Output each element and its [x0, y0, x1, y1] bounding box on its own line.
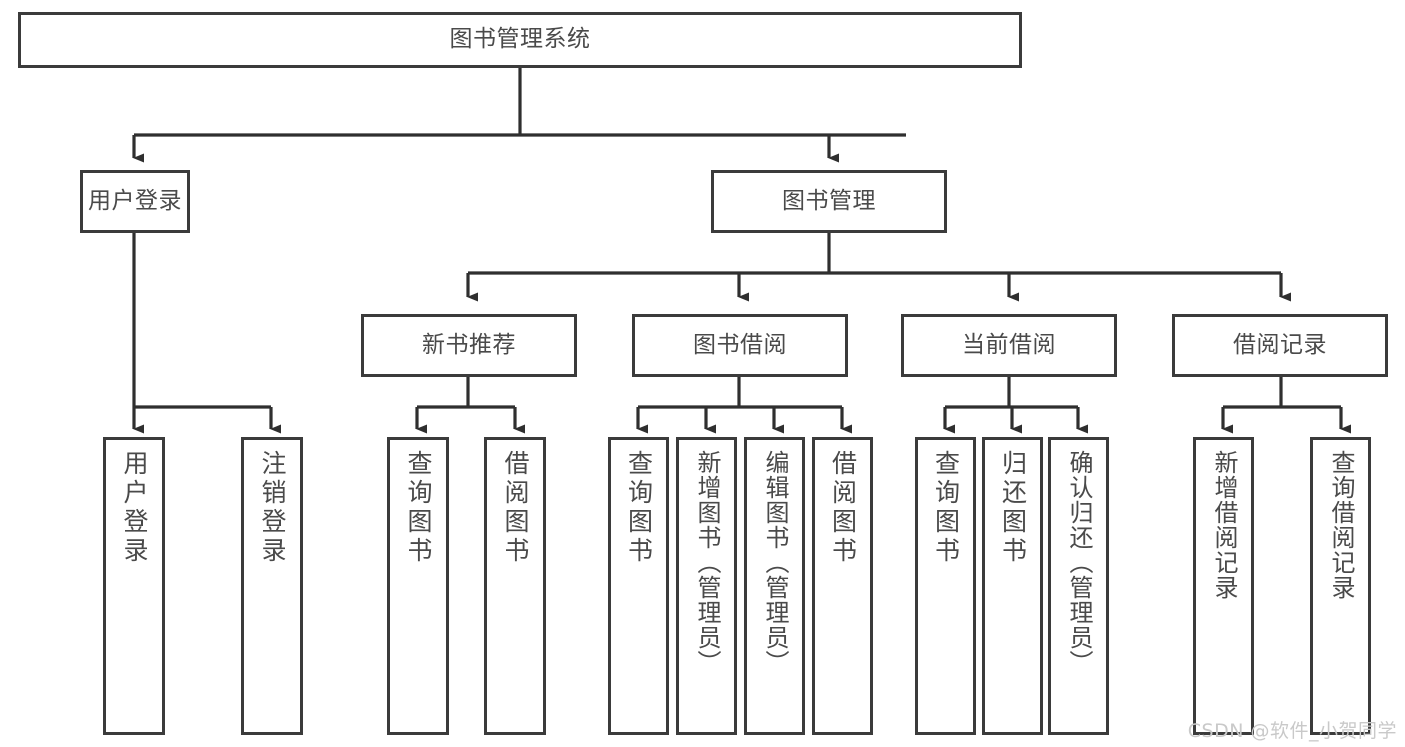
node-leaf-user-login[interactable]: 用户登录 — [103, 437, 165, 735]
node-borrow-record[interactable]: 借阅记录 — [1172, 314, 1388, 377]
node-leaf-query-book-3-label: 查询图书 — [931, 450, 961, 566]
node-leaf-query-book-3[interactable]: 查询图书 — [915, 437, 976, 735]
node-leaf-edit-book-label: 编辑图书（管理员） — [760, 450, 789, 675]
node-leaf-return-book-label: 归还图书 — [998, 450, 1028, 566]
node-leaf-query-book-2-label: 查询图书 — [624, 450, 654, 566]
node-leaf-query-record-label: 查询借阅记录 — [1326, 450, 1355, 600]
node-leaf-confirm-return-label: 确认归还（管理员） — [1064, 450, 1093, 675]
csdn-watermark: CSDN @软件_小贺同学 — [1187, 720, 1397, 742]
node-leaf-borrow-book-2-label: 借阅图书 — [828, 450, 858, 566]
node-leaf-query-book-2[interactable]: 查询图书 — [608, 437, 669, 735]
node-leaf-logout-label: 注销登录 — [258, 450, 287, 566]
node-leaf-borrow-book-1-label: 借阅图书 — [501, 450, 530, 566]
node-leaf-confirm-return[interactable]: 确认归还（管理员） — [1048, 437, 1109, 735]
node-user-login-label: 用户登录 — [88, 187, 182, 214]
node-leaf-query-record[interactable]: 查询借阅记录 — [1310, 437, 1371, 735]
node-leaf-query-book-1-label: 查询图书 — [404, 450, 433, 566]
node-leaf-add-book[interactable]: 新增图书（管理员） — [676, 437, 737, 735]
node-leaf-add-book-label: 新增图书（管理员） — [692, 450, 721, 675]
node-user-login[interactable]: 用户登录 — [80, 170, 190, 233]
node-new-book-rec-label: 新书推荐 — [422, 331, 516, 358]
node-leaf-add-record[interactable]: 新增借阅记录 — [1193, 437, 1254, 735]
node-book-manage[interactable]: 图书管理 — [711, 170, 947, 233]
node-book-borrow[interactable]: 图书借阅 — [632, 314, 848, 377]
node-leaf-edit-book[interactable]: 编辑图书（管理员） — [744, 437, 805, 735]
node-new-book-rec[interactable]: 新书推荐 — [361, 314, 577, 377]
node-leaf-add-record-label: 新增借阅记录 — [1209, 450, 1238, 600]
node-root[interactable]: 图书管理系统 — [18, 12, 1022, 68]
node-book-manage-label: 图书管理 — [782, 187, 876, 214]
node-borrow-record-label: 借阅记录 — [1233, 331, 1327, 358]
node-leaf-return-book[interactable]: 归还图书 — [982, 437, 1043, 735]
node-leaf-borrow-book-2[interactable]: 借阅图书 — [812, 437, 873, 735]
node-root-label: 图书管理系统 — [449, 26, 591, 53]
node-leaf-logout[interactable]: 注销登录 — [241, 437, 303, 735]
node-book-borrow-label: 图书借阅 — [693, 331, 787, 358]
node-leaf-user-login-label: 用户登录 — [120, 450, 149, 566]
node-current-borrow-label: 当前借阅 — [962, 331, 1056, 358]
node-current-borrow[interactable]: 当前借阅 — [901, 314, 1117, 377]
node-leaf-borrow-book-1[interactable]: 借阅图书 — [484, 437, 546, 735]
node-leaf-query-book-1[interactable]: 查询图书 — [387, 437, 449, 735]
